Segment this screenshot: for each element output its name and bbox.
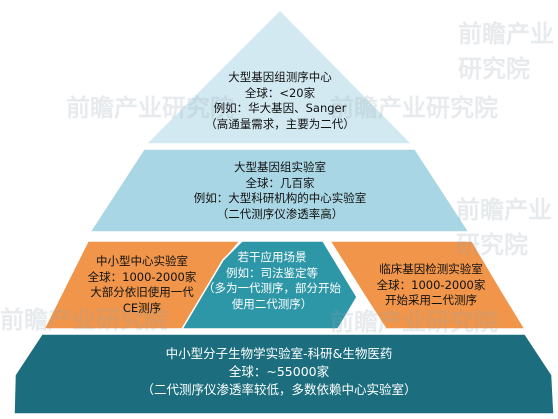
tier-top-label: 大型基因组测序中心 全球：<20家 例如：华大基因、Sanger （高通量需求，… <box>176 70 384 132</box>
tier-left-desc1: 大部分依旧使用一代 <box>90 285 194 299</box>
tier-left-title: 中小型中心实验室 <box>96 254 188 268</box>
tier-top-title: 大型基因组测序中心 <box>228 70 332 84</box>
tier-second-global: 全球：几百家 <box>245 175 315 190</box>
tier-top-example: 例如：华大基因、Sanger <box>213 101 347 115</box>
tier-center-title: 若干应用场景 <box>237 250 307 264</box>
tier-top-global: 全球：<20家 <box>244 85 316 100</box>
tier-right-desc: 开始采用二代测序 <box>385 293 477 307</box>
tier-center-desc1: （多为一代测序，部分开始 <box>203 281 341 295</box>
tier-top-shape <box>144 8 414 145</box>
tier-second-note: （二代测序仪渗透率高） <box>216 206 344 221</box>
tier-base-global: 全球：~55000家 <box>228 364 330 379</box>
tier-right-label: 临床基因检测实验室 全球：1000-2000家 开始采用二代测序 <box>356 262 506 309</box>
tier-left-global: 全球：1000-2000家 <box>87 269 197 284</box>
tier-right-title: 临床基因检测实验室 <box>379 262 483 276</box>
tier-center-example: 例如：司法鉴定等 <box>226 265 318 280</box>
tier-second-label: 大型基因组实验室 全球：几百家 例如：大型科研机构的中心实验室 （二代测序仪渗透… <box>164 160 396 222</box>
tier-second-shape <box>88 148 471 233</box>
tier-left-desc2: CE测序 <box>122 300 162 315</box>
tier-base-title: 中小型分子生物学实验室-科研&生物医药 <box>165 346 393 361</box>
tier-center-desc2: 使用二代测序） <box>231 296 313 311</box>
tier-second-title: 大型基因组实验室 <box>234 160 326 174</box>
tier-right-global: 全球：1000-2000家 <box>376 277 486 292</box>
tier-base-label: 中小型分子生物学实验室-科研&生物医药 全球：~55000家 （二代测序仪渗透率… <box>56 345 502 399</box>
tier-right-shape <box>328 240 527 330</box>
tier-base-shape <box>13 333 555 415</box>
tier-center-label: 若干应用场景 例如：司法鉴定等 （多为一代测序，部分开始 使用二代测序） <box>192 250 352 312</box>
tier-top-note: （高通量需求，主要为二代） <box>205 116 355 131</box>
tier-left-label: 中小型中心实验室 全球：1000-2000家 大部分依旧使用一代 CE测序 <box>68 254 216 316</box>
tier-second-example: 例如：大型科研机构的中心实验室 <box>193 191 367 205</box>
tier-center-shape <box>180 240 358 330</box>
tier-base-note: （二代测序仪渗透率较低，多数依赖中心实验室） <box>141 382 417 397</box>
